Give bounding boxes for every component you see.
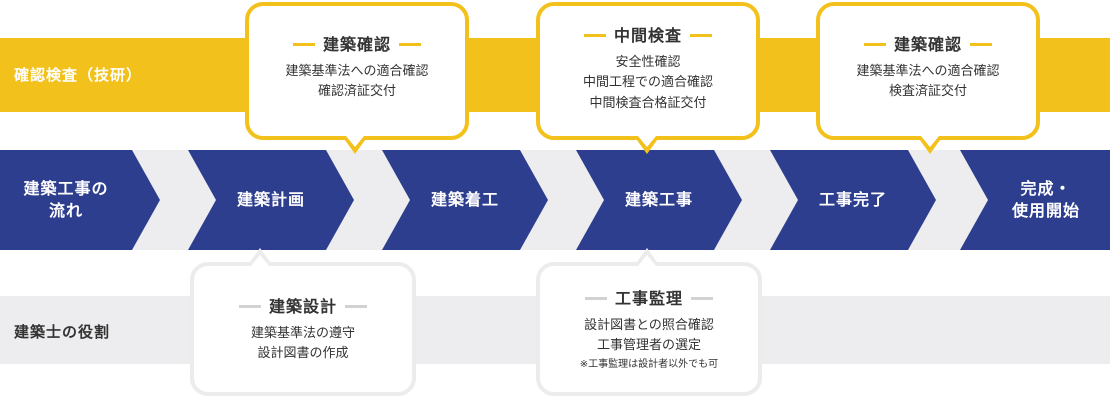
title-dash [345,305,367,309]
callout-tail [342,136,368,154]
callout-tail [634,136,660,154]
step-label-construction: 建築工事 [624,190,693,210]
callout-building-confirmation: 建築確認 建築基準法への適合確認 確認済証交付 [245,2,469,140]
inspection-row-label: 確認検査（技研） [14,66,143,84]
title-dash [970,43,992,47]
step-label-planning: 建築計画 [236,190,305,210]
callout-title: 建築確認 [249,32,465,58]
callout-line: 工事管理者の選定 [596,338,701,354]
title-dash [690,34,712,38]
callout-architectural-design: 建築設計 建築基準法の遵守 設計図書の作成 [190,262,416,396]
flow-band [0,150,1110,250]
callout-construction-supervision: 工事監理 設計図書との照合確認 工事管理者の選定 ※工事監理は設計者以外でも可 [536,262,762,396]
callout-line: 中間検査合格証交付 [589,96,707,112]
callout-title: 工事監理 [540,286,758,312]
title-dash [584,297,607,301]
step-label-groundbreaking: 建築着工 [430,190,499,210]
step-chevron-construction: 建築工事 [576,150,742,250]
role-row-label: 建築士の役割 [14,323,111,341]
callout-line: 検査済証交付 [888,84,967,100]
callout-line: 中間工程での適合確認 [582,75,713,91]
title-dash [583,34,606,38]
title-dash [292,43,315,47]
callout-tail [247,248,273,266]
title-dash [863,43,886,47]
callout-note: ※工事監理は設計者以外でも可 [579,359,719,371]
step-label-opening: 完成・ 使用開始 [1011,179,1080,220]
callout-completion-confirmation: 建築確認 建築基準法への適合確認 検査済証交付 [816,2,1040,140]
callout-line: 設計図書との照合確認 [584,317,714,333]
flow-row-label: 建築工事の 流れ [23,179,109,220]
title-dash [691,297,713,301]
callout-title: 建築設計 [194,294,412,320]
title-dash [238,305,261,309]
callout-line: 確認済証交付 [317,84,396,100]
callout-line: 建築基準法への適合確認 [285,63,429,79]
title-dash [399,43,421,47]
callout-line: 建築基準法への適合確認 [856,63,1000,79]
callout-line: 安全性確認 [615,54,681,70]
callout-interim-inspection: 中間検査 安全性確認 中間工程での適合確認 中間検査合格証交付 [536,2,760,140]
callout-line: 建築基準法の遵守 [250,325,355,341]
callout-title: 建築確認 [820,32,1036,58]
callout-tail [634,248,660,266]
flow-row-label-chevron: 建築工事の 流れ [0,150,160,250]
callout-tail [917,136,943,154]
step-label-completion: 工事完了 [818,190,887,210]
callout-line: 設計図書の作成 [257,346,349,362]
callout-title: 中間検査 [540,23,756,49]
